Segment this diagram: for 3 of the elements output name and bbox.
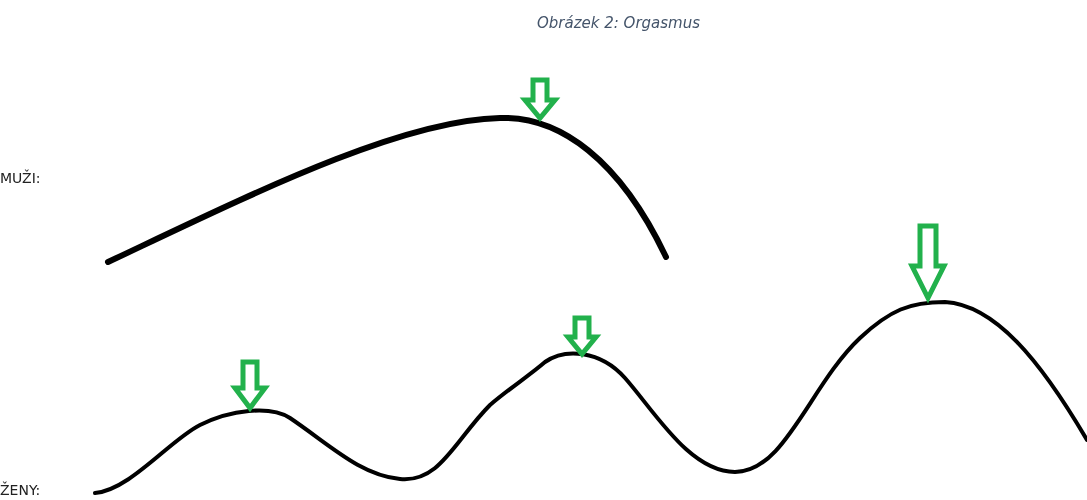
row-label: MUŽI: (0, 170, 41, 186)
row-label: ŽENY: (0, 482, 41, 498)
figure-caption: Obrázek 2: Orgasmus (536, 14, 700, 32)
